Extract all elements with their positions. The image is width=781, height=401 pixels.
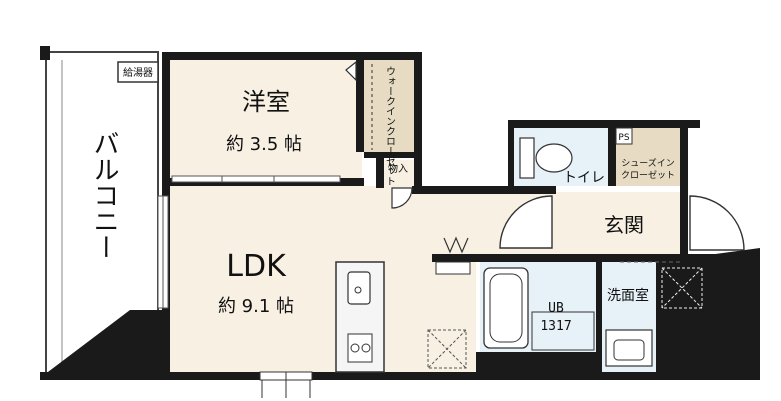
- bathtub: [483, 267, 595, 351]
- bottom-door: [259, 371, 313, 398]
- toilet-name: トイレ: [563, 170, 605, 186]
- western-room-size: 約 3.5 帖: [226, 134, 302, 155]
- entrance-door: [689, 195, 745, 251]
- kitchen-decor: [443, 236, 469, 254]
- toilet-door-swing: [499, 195, 553, 249]
- storage-label: 物入: [388, 162, 408, 175]
- storage-floor: [384, 160, 414, 186]
- wash-basin: [605, 329, 653, 367]
- balcony: [45, 51, 159, 379]
- water-heater: [117, 61, 159, 83]
- western-room-name: 洋室: [242, 88, 290, 116]
- entrance-name: 玄関: [604, 213, 644, 237]
- shoes-closet-label-line1: シューズイン: [621, 157, 675, 169]
- kitchen-counter: [335, 261, 385, 373]
- western-room-window: [171, 175, 341, 183]
- washroom-name: 洗面室: [607, 287, 649, 304]
- ldk-window: [157, 195, 169, 309]
- toilet-fixture: [519, 137, 573, 179]
- kitchen-partition: [435, 261, 471, 275]
- western-room-floor: [170, 60, 362, 178]
- ldk-room-size: 約 9.1 帖: [218, 296, 294, 317]
- bath-code: 1317: [540, 319, 571, 334]
- balcony-label: バルコニー: [89, 130, 119, 260]
- entrance-floor: [552, 192, 682, 256]
- ps-box: [615, 127, 633, 145]
- washing-machine-space: [661, 267, 703, 309]
- storage-door-swing: [391, 187, 413, 209]
- structural-column-left: [40, 310, 170, 378]
- shoes-closet-label-line2: クローゼット: [621, 169, 675, 181]
- walk-in-closet-label: ウォークインクローゼット: [384, 66, 396, 186]
- fridge-space: [427, 329, 467, 369]
- bath-name: UB: [548, 301, 564, 316]
- water-heater-label: 給湯器: [123, 66, 153, 79]
- ldk-room-name: LDK: [226, 249, 287, 284]
- ps-label: PS: [618, 133, 629, 143]
- closet-door-marker: [345, 60, 357, 82]
- structural-column-right: [656, 248, 760, 378]
